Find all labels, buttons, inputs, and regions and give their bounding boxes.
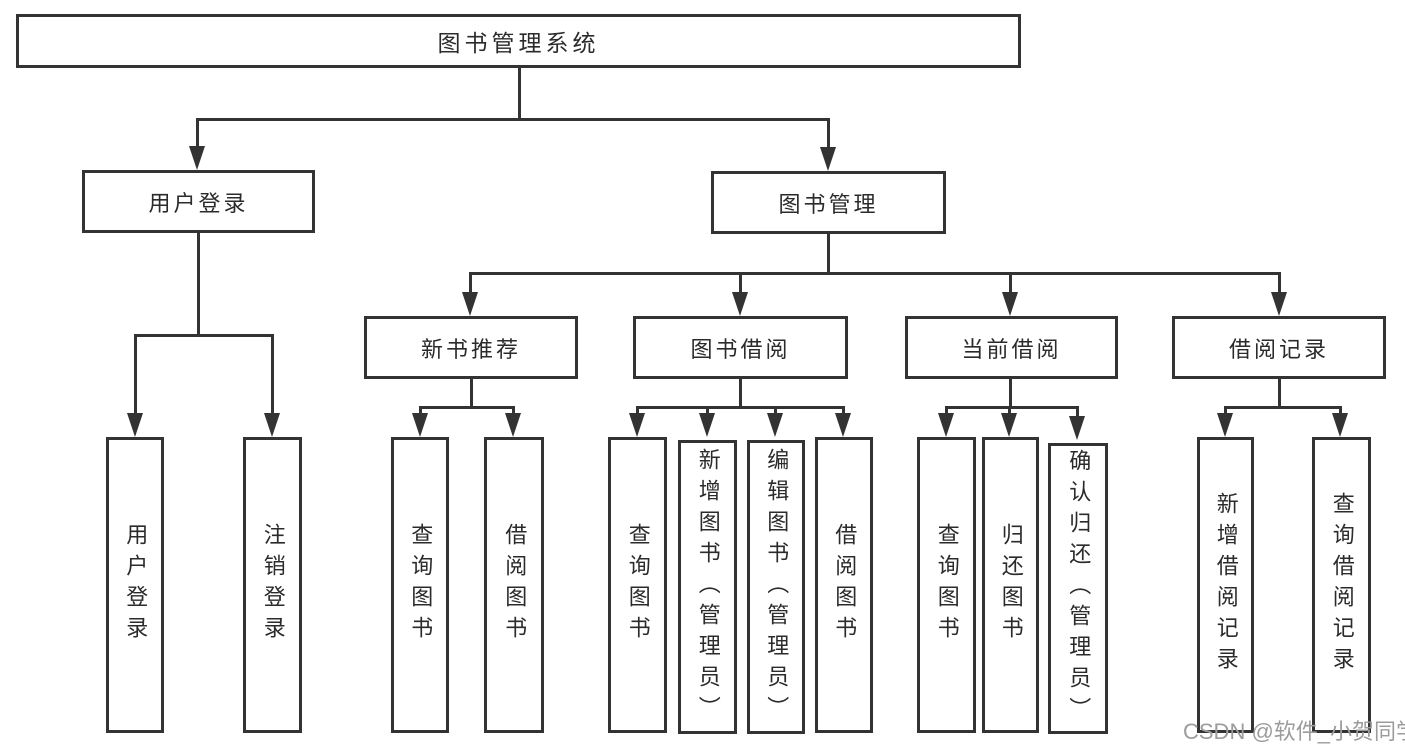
arrow-down	[264, 413, 280, 437]
arrow-down	[732, 292, 748, 316]
arrow-down	[1217, 413, 1233, 437]
node-leaf-br-add-record-label: 新增借阅记录	[1213, 492, 1239, 678]
connector-line	[636, 406, 639, 416]
connector-line	[739, 379, 742, 409]
arrow-down	[1069, 416, 1085, 440]
node-leaf-cb-query-books-label: 查询图书	[934, 523, 960, 647]
node-leaf-br-query-record: 查询借阅记录	[1312, 437, 1371, 733]
node-current-borrow: 当前借阅	[905, 316, 1118, 379]
node-book-borrow-label: 图书借阅	[690, 336, 791, 362]
arrow-down	[820, 147, 836, 171]
node-leaf-nbr-query-books: 查询图书	[391, 437, 449, 733]
node-book-management: 图书管理	[711, 171, 946, 234]
node-new-book-recommend: 新书推荐	[364, 316, 578, 379]
arrow-down	[505, 413, 521, 437]
node-leaf-bb-query-books-label: 查询图书	[625, 523, 651, 647]
node-leaf-cb-return-books-label: 归还图书	[998, 523, 1024, 647]
node-leaf-bb-add-books-label: 新增图书（管理员）	[695, 447, 721, 727]
node-leaf-logout-label: 注销登录	[260, 523, 286, 647]
connector-line	[197, 233, 200, 337]
node-leaf-bb-query-books: 查询图书	[608, 437, 667, 733]
connector-line	[1224, 406, 1227, 416]
connector-line	[271, 334, 274, 415]
connector-line	[1224, 406, 1342, 409]
node-leaf-bb-edit-books: 编辑图书（管理员）	[747, 440, 805, 734]
connector-line	[842, 406, 845, 416]
connector-line	[196, 118, 830, 121]
connector-line	[827, 234, 830, 275]
arrow-down	[462, 292, 478, 316]
node-book-borrow: 图书借阅	[633, 316, 848, 379]
connector-line	[1009, 272, 1012, 296]
node-leaf-nbr-borrow-books: 借阅图书	[484, 437, 544, 733]
arrow-down	[1271, 292, 1287, 316]
watermark: CSDN @软件_小贺同学	[1183, 719, 1405, 744]
connector-line	[1009, 379, 1012, 409]
node-leaf-user-login-label: 用户登录	[123, 523, 149, 647]
node-leaf-nbr-query-books-label: 查询图书	[408, 523, 434, 647]
node-leaf-br-query-record-label: 查询借阅记录	[1329, 492, 1355, 678]
arrow-down	[412, 413, 428, 437]
node-leaf-logout: 注销登录	[243, 437, 302, 733]
connector-line	[739, 272, 742, 296]
node-user-login: 用户登录	[82, 170, 315, 233]
connector-line	[196, 118, 199, 150]
connector-line	[469, 272, 1281, 275]
arrow-down	[127, 413, 143, 437]
node-leaf-user-login: 用户登录	[106, 437, 164, 733]
connector-line	[518, 68, 521, 121]
node-leaf-bb-borrow-books-label: 借阅图书	[832, 523, 858, 647]
node-library-system-label: 图书管理系统	[437, 30, 600, 56]
arrow-down	[699, 413, 715, 437]
arrow-down	[1001, 413, 1017, 437]
arrow-down	[189, 146, 205, 170]
node-library-system: 图书管理系统	[16, 14, 1021, 68]
node-leaf-bb-add-books: 新增图书（管理员）	[678, 440, 737, 734]
arrow-down	[767, 413, 783, 437]
connector-line	[827, 118, 830, 150]
connector-line	[774, 406, 777, 416]
connector-line	[1278, 379, 1281, 409]
node-leaf-cb-query-books: 查询图书	[917, 437, 976, 733]
arrow-down	[1332, 413, 1348, 437]
connector-line	[1339, 406, 1342, 416]
connector-line	[945, 406, 1079, 409]
connector-line	[706, 406, 709, 416]
node-leaf-cb-confirm-return: 确认归还（管理员）	[1048, 443, 1108, 734]
node-current-borrow-label: 当前借阅	[961, 336, 1062, 362]
node-user-login-label: 用户登录	[148, 190, 249, 216]
connector-line	[1278, 272, 1281, 296]
node-borrow-records: 借阅记录	[1172, 316, 1386, 379]
node-book-management-label: 图书管理	[778, 191, 879, 217]
arrow-down	[835, 413, 851, 437]
connector-line	[636, 406, 845, 409]
node-leaf-nbr-borrow-books-label: 借阅图书	[502, 523, 528, 647]
node-leaf-bb-edit-books-label: 编辑图书（管理员）	[764, 447, 790, 727]
node-leaf-bb-borrow-books: 借阅图书	[815, 437, 873, 733]
connector-line	[419, 406, 515, 409]
node-new-book-recommend-label: 新书推荐	[420, 336, 521, 362]
arrow-down	[629, 413, 645, 437]
connector-line	[419, 406, 422, 416]
connector-line	[945, 406, 948, 416]
arrow-down	[1002, 292, 1018, 316]
connector-line	[1076, 406, 1079, 416]
connector-line	[134, 334, 274, 337]
connector-line	[134, 334, 137, 415]
node-leaf-cb-return-books: 归还图书	[982, 437, 1039, 733]
connector-line	[469, 272, 472, 296]
connector-line	[512, 406, 515, 416]
arrow-down	[938, 413, 954, 437]
node-borrow-records-label: 借阅记录	[1228, 336, 1329, 362]
connector-line	[470, 379, 473, 409]
node-leaf-cb-confirm-return-label: 确认归还（管理员）	[1066, 449, 1092, 728]
node-leaf-br-add-record: 新增借阅记录	[1197, 437, 1254, 733]
connector-line	[1008, 406, 1011, 416]
